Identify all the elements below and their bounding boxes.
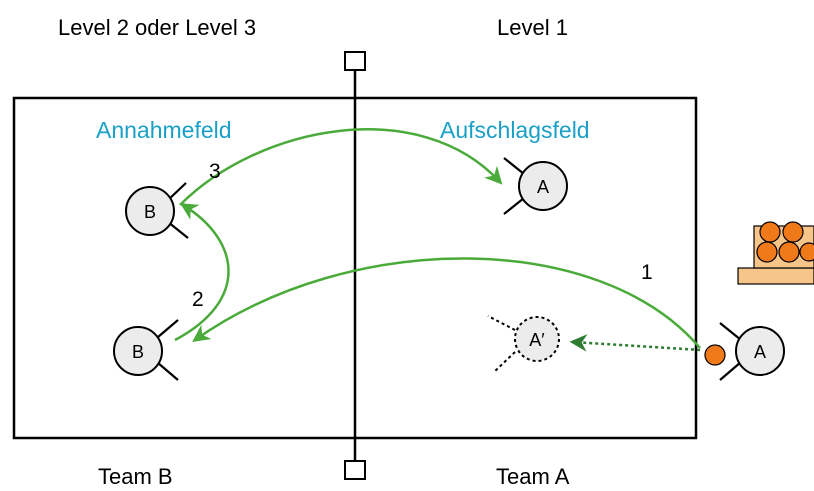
team-label-left: Team B [98,464,173,489]
step-number-3: 3 [209,160,221,183]
net-post-icon [344,51,366,71]
arrow-set-to-serve-field [179,128,503,206]
arrow-dotted-move [569,334,701,352]
player-b-lower: B [113,319,179,381]
player-a-ghost: A′ [487,315,560,373]
receive-field-label: Annahmefeld [96,117,232,143]
player-b-upper: B [125,182,189,239]
net-post-icon [344,460,366,480]
player-a-court: A [503,157,568,215]
player-label: B [132,342,144,362]
player-label: A [754,342,766,362]
team-label-right: Team A [496,464,570,489]
player-label: B [144,202,156,222]
arrow-pass-between-b [174,203,230,342]
player-a-server: A [719,322,785,381]
player-label: A′ [529,330,545,350]
step-number-1: 1 [641,261,653,284]
ball-crate-icon [737,221,814,285]
step-number-2: 2 [192,288,204,311]
level-label-right: Level 1 [497,15,568,40]
serve-field-label: Aufschlagsfeld [440,117,590,143]
player-label: A [537,177,549,197]
ball-icon [704,344,726,366]
level-label-left: Level 2 oder Level 3 [58,15,256,40]
arrow-serve [192,257,701,349]
